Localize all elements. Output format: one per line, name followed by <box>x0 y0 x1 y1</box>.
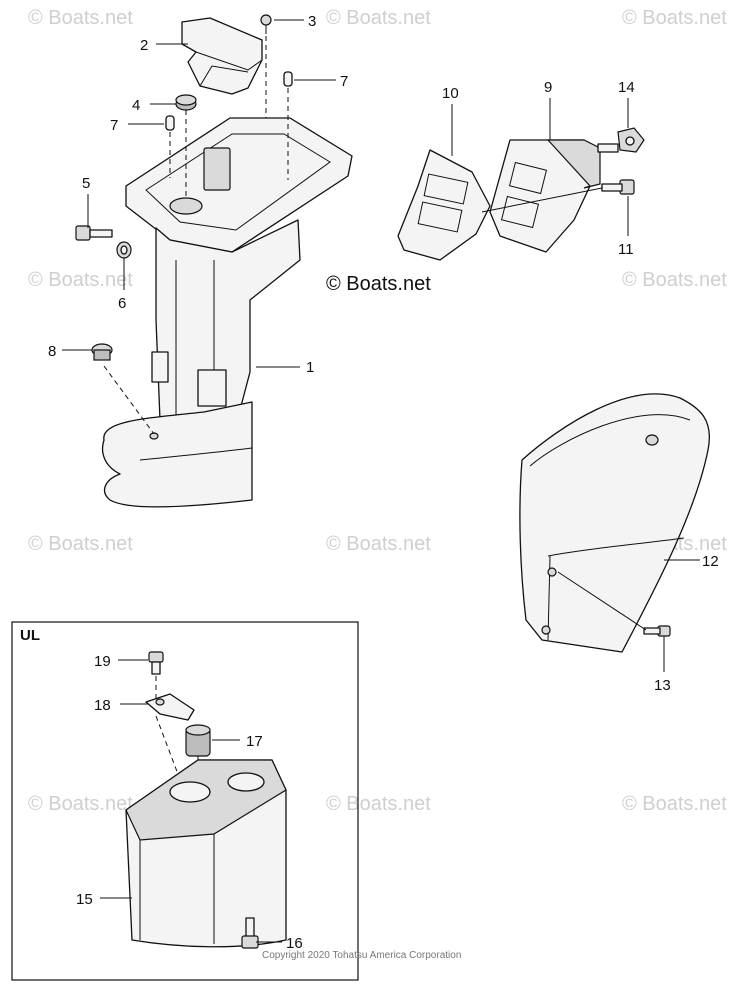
screw-13 <box>643 625 671 637</box>
callout-6: 6 <box>118 295 126 312</box>
copyright-notice: Copyright 2020 Tohatsu America Corporati… <box>262 950 461 961</box>
bracket-cover <box>181 17 263 95</box>
callout-8: 8 <box>48 343 56 360</box>
lower-cover-12 <box>519 393 710 653</box>
callout-17: 17 <box>246 733 263 750</box>
callout-13: 13 <box>654 677 671 694</box>
ul-extension-housing-15 <box>125 759 287 948</box>
callout-19: 19 <box>94 653 111 670</box>
grommet-4 <box>175 94 197 111</box>
watermark: © Boats.net <box>28 269 133 291</box>
ul-inset-frame <box>11 621 359 981</box>
watermark: © Boats.net <box>28 7 133 29</box>
drive-shaft-housing <box>101 117 353 508</box>
callout-18: 18 <box>94 697 111 714</box>
callouts: 1 2 3 4 5 6 7 7 8 9 10 11 12 13 14 15 16… <box>48 13 719 952</box>
grommet-17 <box>185 724 211 757</box>
gasket-10 <box>397 149 491 261</box>
screw-3 <box>260 14 272 34</box>
dowel-pin-7a <box>283 71 293 87</box>
watermark: © Boats.net <box>622 269 727 291</box>
bolt-16 <box>241 917 259 949</box>
watermark: © Boats.net <box>28 793 133 815</box>
callout-16: 16 <box>286 935 303 952</box>
washer-6 <box>116 241 132 259</box>
watermark: © Boats.net <box>622 793 727 815</box>
watermark: © Boats.net <box>622 7 727 29</box>
dowel-pin-7b <box>165 115 175 131</box>
watermark: © Boats.net <box>326 533 431 555</box>
callout-4: 4 <box>132 97 140 114</box>
watermark: © Boats.net <box>28 533 133 555</box>
bolt-5 <box>75 225 113 241</box>
callout-1: 1 <box>306 359 314 376</box>
callout-2: 2 <box>140 37 148 54</box>
callout-5: 5 <box>82 175 90 192</box>
callout-10: 10 <box>442 85 459 102</box>
callout-15: 15 <box>76 891 93 908</box>
plug-8 <box>91 343 113 361</box>
watermark: © Boats.net <box>326 793 431 815</box>
bolt-19 <box>148 651 164 675</box>
callout-3: 3 <box>308 13 316 30</box>
callout-11: 11 <box>618 241 634 258</box>
bolt-11 <box>601 179 635 195</box>
callout-7: 7 <box>340 73 348 90</box>
callout-12: 12 <box>702 553 719 570</box>
nut-14 <box>617 127 645 153</box>
watermark: © Boats.net <box>326 7 431 29</box>
callout-14: 14 <box>618 79 635 96</box>
exhaust-manifold-9 <box>489 139 619 253</box>
callout-7: 7 <box>110 117 118 134</box>
callout-9: 9 <box>544 79 552 96</box>
plate-18 <box>145 693 195 721</box>
inset-label: UL <box>20 627 40 644</box>
main-watermark: © Boats.net <box>326 273 431 295</box>
leader-lines <box>62 19 700 943</box>
